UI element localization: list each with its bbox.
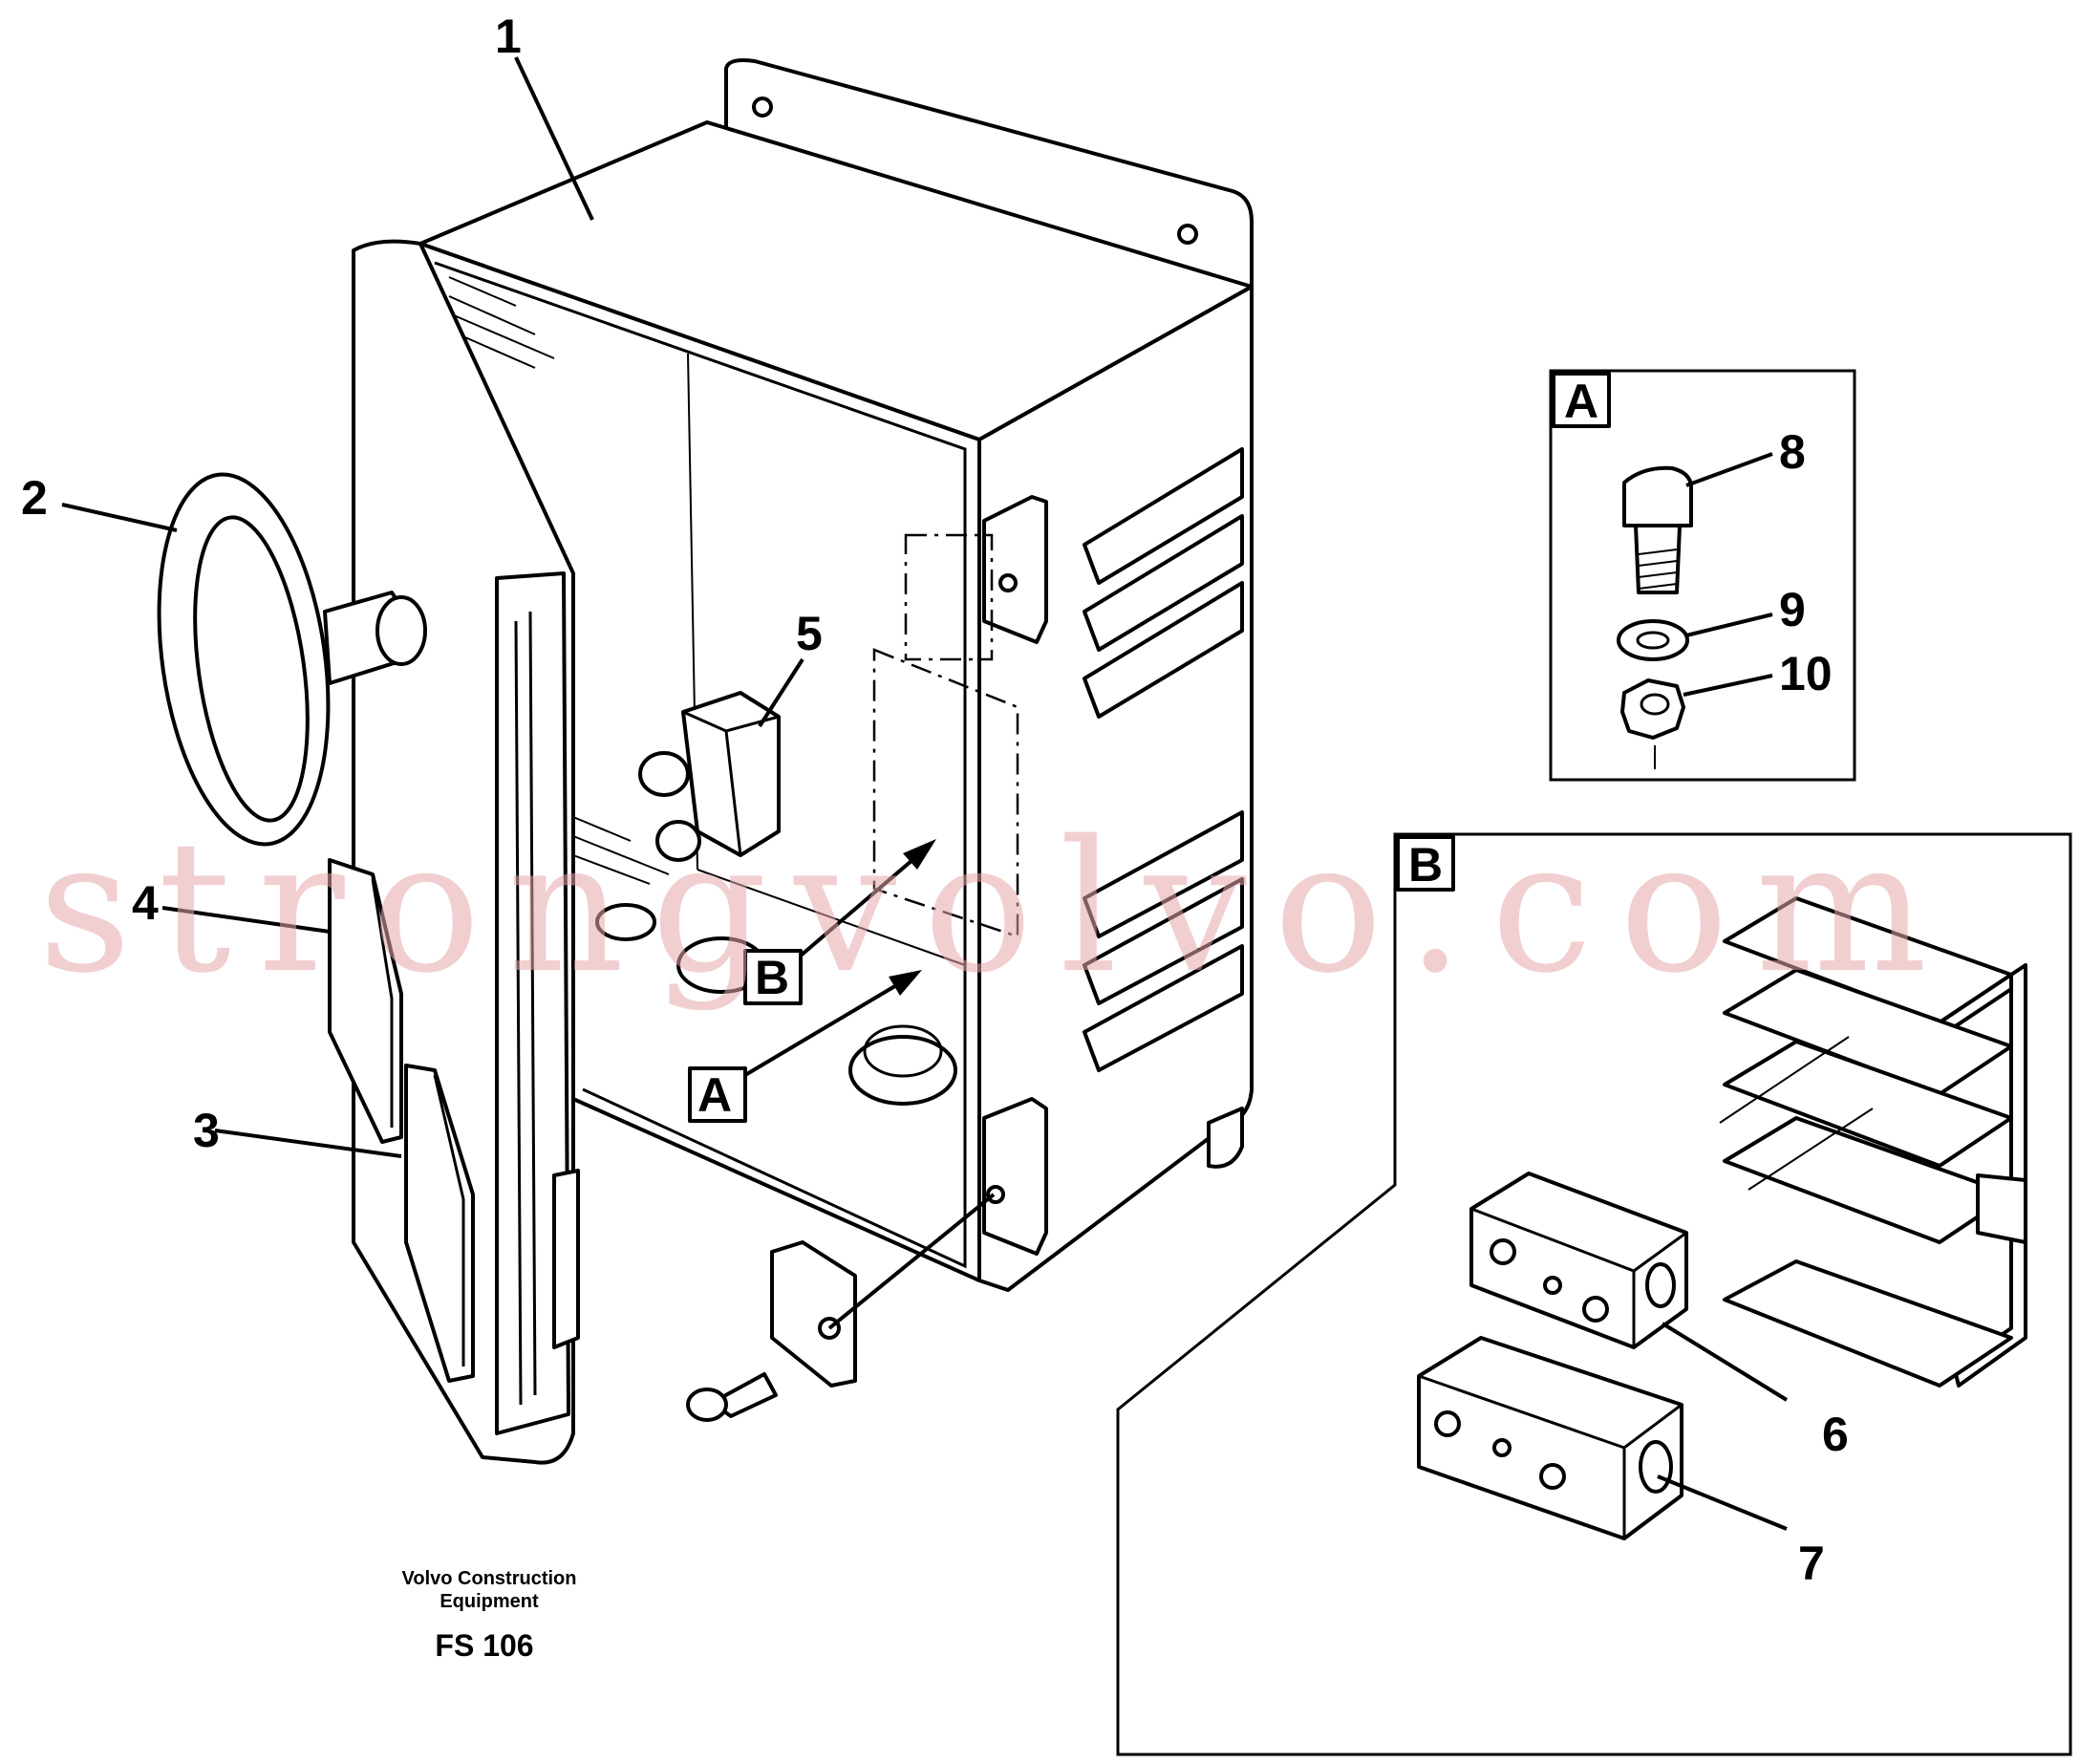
bolt-head: [1622, 465, 1693, 527]
bolt-thread: [1638, 549, 1678, 590]
detail-b-title: B: [1408, 838, 1443, 892]
cabinet-foot: [1207, 1107, 1244, 1169]
terminal-hole: [1543, 1276, 1562, 1295]
terminal-screw: [1434, 1410, 1461, 1437]
label-part-1: 1: [495, 10, 522, 63]
callout-b-label: B: [755, 951, 789, 1004]
nut: [1620, 678, 1685, 740]
footer-company-line1: Volvo Construction: [402, 1568, 577, 1589]
footer-company-line2: Equipment: [440, 1591, 539, 1612]
terminal-block-6: [1469, 1172, 1688, 1349]
handle-ring: [157, 472, 427, 847]
terminal-screw: [1539, 1463, 1566, 1490]
cabinet-inner-rim: [434, 261, 967, 1269]
footer: Volvo Construction Equipment FS 106: [402, 1568, 577, 1663]
leader-1: [514, 56, 594, 221]
door-edge: [418, 243, 575, 574]
washer-hole: [1636, 631, 1670, 650]
callout-box-a: A: [688, 970, 922, 1123]
busbar-leader: [1719, 1036, 1850, 1124]
part-leaders: [61, 56, 804, 1158]
switch-button: [655, 820, 701, 862]
hinge-hole: [998, 573, 1018, 592]
label-part-7: 7: [1798, 1537, 1825, 1590]
switch-unit: [638, 691, 781, 862]
label-part-3: 3: [193, 1104, 220, 1157]
hinge-leader: [827, 1193, 996, 1330]
hinge-hole: [818, 1317, 841, 1340]
washer: [1617, 619, 1689, 661]
hinge-bracket: [686, 1193, 996, 1422]
cabinet-hinge-lower: [982, 1097, 1048, 1256]
mounting-hole: [1177, 224, 1198, 245]
footer-figure-code: FS 106: [435, 1628, 533, 1663]
busbar-leader: [1748, 1108, 1874, 1191]
seal-plate-4: [328, 858, 403, 1144]
leader-5: [758, 657, 804, 728]
terminal-hole: [1492, 1438, 1512, 1457]
terminal-screw: [1582, 1296, 1609, 1323]
part-number-labels: 1 2 3 4 5 6 7 8 9 10: [21, 10, 1849, 1590]
leader-2: [61, 503, 178, 532]
nut-hole: [1640, 693, 1670, 716]
label-part-6: 6: [1822, 1408, 1849, 1461]
switch-button: [638, 751, 690, 797]
door-frame-line: [514, 620, 523, 1406]
terminal-block-7: [1417, 1336, 1683, 1540]
detail-view-a: A: [1549, 369, 1856, 782]
leader-9: [1685, 613, 1773, 637]
mounting-outline: [872, 648, 1019, 938]
terminal-bore: [1639, 1440, 1673, 1494]
detail-view-b: B: [1116, 832, 2072, 1756]
door-seal: [552, 1169, 580, 1349]
seal-plate-3: [404, 1064, 475, 1383]
label-part-9: 9: [1779, 583, 1806, 636]
terminal-screw: [1490, 1238, 1516, 1265]
leader-4: [161, 906, 331, 934]
leader-3: [214, 1129, 402, 1158]
terminal-bore: [1645, 1262, 1676, 1308]
label-part-8: 8: [1779, 425, 1806, 479]
cabinet-hinge-upper: [982, 495, 1048, 644]
cabinet-louvers: [1083, 447, 1244, 1072]
callout-box-b: B: [743, 839, 936, 1005]
leader-7: [1657, 1474, 1788, 1531]
label-part-5: 5: [796, 607, 823, 660]
cabinet-box: [418, 58, 1254, 1292]
cabinet-shading: [448, 276, 670, 885]
leader-8: [1685, 452, 1773, 487]
hinge-screw-head: [686, 1388, 728, 1422]
callout-a-label: A: [697, 1068, 732, 1122]
mounting-outline: [904, 533, 994, 661]
label-part-2: 2: [21, 471, 48, 525]
cable-glands: [595, 903, 957, 1106]
hinge-hole: [986, 1185, 1005, 1204]
busbar-bracket: [1976, 1173, 2027, 1244]
door-frame-line: [528, 611, 537, 1396]
mounting-hole: [752, 97, 773, 118]
bolt-shank: [1634, 524, 1682, 594]
label-part-10: 10: [1779, 647, 1833, 700]
label-part-4: 4: [132, 876, 159, 930]
cabinet-inner-edge: [697, 869, 966, 966]
watermark: strongvolvo.com: [38, 802, 1954, 1013]
leader-6: [1661, 1322, 1789, 1402]
detail-a-title: A: [1564, 375, 1598, 428]
leader-10: [1683, 674, 1773, 697]
handle-stem-end: [375, 595, 427, 666]
mounting-plate: [724, 58, 1254, 289]
